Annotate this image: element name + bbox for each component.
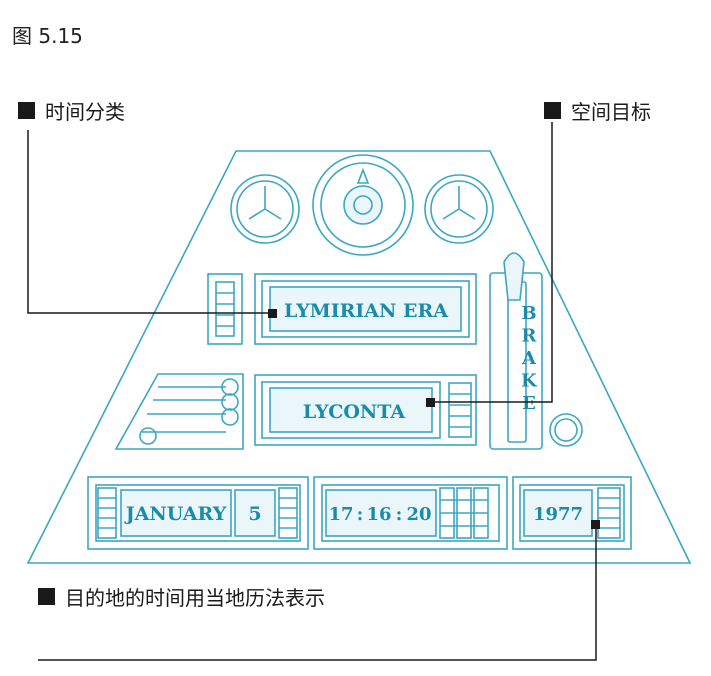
callout-destination-note: 目的地的时间用当地历法表示	[38, 582, 325, 611]
brake-letter: B	[521, 303, 536, 324]
brake-letter: A	[521, 348, 537, 369]
month-label: JANUARY	[124, 503, 227, 525]
era-label: LYMIRIAN ERA	[284, 300, 448, 322]
callout-destination-note-text: 目的地的时间用当地历法表示	[65, 586, 325, 610]
callout-space-target-text: 空间目标	[571, 100, 651, 124]
place-label: LYCONTA	[303, 401, 406, 423]
slider-panel	[114, 373, 244, 450]
left-gauge	[230, 174, 300, 244]
time-seconds: 20	[406, 504, 431, 525]
time-minutes: 16	[366, 504, 391, 525]
time-hours: 17	[328, 504, 353, 525]
place-display	[254, 374, 477, 446]
year-label: 1977	[533, 504, 583, 525]
callout-time-category-text: 时间分类	[45, 100, 125, 124]
date-display	[87, 476, 309, 550]
callout-space-target: 空间目标	[544, 96, 651, 125]
round-button	[549, 413, 583, 447]
marker-place	[426, 398, 435, 407]
brake-letter: R	[522, 326, 538, 347]
center-gauge	[312, 154, 414, 256]
console-outline	[26, 150, 692, 564]
figure-label: 图 5.15	[12, 24, 83, 48]
leader-time-category	[27, 130, 272, 314]
leader-space-target	[430, 122, 553, 403]
time-separator-1: :	[357, 504, 364, 525]
year-display	[512, 476, 632, 550]
day-label: 5	[248, 503, 261, 525]
time-display	[313, 476, 508, 550]
brake-letter: E	[522, 393, 536, 414]
brake-letter: K	[521, 371, 538, 392]
leader-destination-note	[38, 524, 597, 661]
callout-marker	[544, 102, 561, 119]
right-gauge	[424, 174, 494, 244]
era-display	[254, 273, 477, 345]
era-side-indicator	[207, 273, 243, 345]
marker-year	[591, 520, 600, 529]
callout-marker	[38, 588, 55, 605]
callout-time-category: 时间分类	[18, 96, 125, 125]
brake-lever	[489, 252, 543, 450]
time-separator-2: :	[396, 504, 403, 525]
callout-marker	[18, 102, 35, 119]
marker-era	[268, 309, 277, 318]
